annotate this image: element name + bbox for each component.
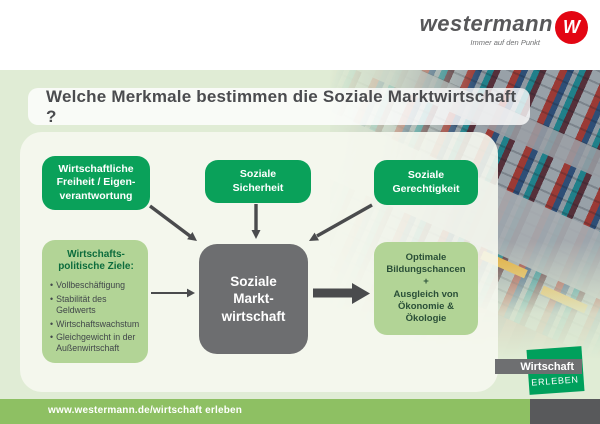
text-line: Wirtschafts-	[67, 249, 125, 260]
bullet-icon: •	[50, 318, 54, 329]
list-item: • Gleichgewicht in der Außenwirtschaft	[50, 332, 142, 353]
brand-tagline: Immer auf den Punkt	[470, 38, 540, 47]
text-line: Ökonomie &	[398, 300, 454, 312]
text-line: Sicherheit	[232, 181, 284, 194]
footer-gray-block	[530, 399, 600, 424]
node-wirtschaftliche-freiheit: Wirtschaftliche Freiheit / Eigen- verant…	[42, 156, 150, 210]
westermann-logo-icon: W	[555, 11, 588, 44]
text-line: +	[423, 276, 429, 288]
list-item-label: Vollbeschäftigung	[56, 280, 126, 291]
list-item-label: Wirtschaftswachstum	[56, 318, 140, 329]
text-line: politische Ziele:	[58, 261, 134, 273]
list-item: • Vollbeschäftigung	[50, 280, 142, 291]
text-line: Optimale	[405, 252, 447, 264]
bullet-icon: •	[50, 280, 54, 291]
text-line: Freiheit / Eigen-	[56, 176, 136, 189]
text-line: Wirtschaftliche	[58, 162, 134, 175]
title-banner: Welche Merkmale bestimmen die Soziale Ma…	[28, 86, 530, 126]
wirtschaft-erleben-badge: Wirtschaft ERLEBEN	[495, 346, 595, 398]
node-soziale-gerechtigkeit: Soziale Gerechtigkeit	[374, 160, 478, 205]
list-item-label: Gleichgewicht in der Außenwirtschaft	[56, 332, 136, 353]
badge-title: Wirtschaft	[520, 360, 574, 373]
text-line: Gerechtigkeit	[392, 182, 460, 195]
text-line: Soziale	[239, 168, 277, 181]
list-item: • Stabilität des Geldwerts	[50, 294, 142, 315]
bullet-icon: •	[50, 294, 54, 305]
node-soziale-marktwirtschaft: Soziale Markt- wirtschaft	[199, 244, 308, 354]
list-item-label: Stabilität des Geldwerts	[56, 294, 107, 315]
page-title: Welche Merkmale bestimmen die Soziale Ma…	[46, 86, 517, 126]
text-line: wirtschaft	[221, 308, 286, 324]
node-soziale-sicherheit: Soziale Sicherheit	[205, 160, 311, 203]
text-line: verantwortung	[59, 189, 133, 202]
logo-letter: W	[563, 17, 580, 37]
text-line: Ökologie	[405, 312, 447, 324]
text-line: Bildungschancen	[386, 264, 466, 276]
brand-wordmark: westermann	[419, 11, 553, 36]
text-line: Soziale	[230, 273, 277, 289]
node-wirtschaftspolitische-ziele: Wirtschafts- politische Ziele: • Vollbes…	[42, 240, 148, 363]
bullet-icon: •	[50, 332, 54, 343]
text-line: Ausgleich von	[393, 288, 459, 300]
text-line: Markt-	[233, 291, 274, 307]
goals-heading: Wirtschafts- politische Ziele:	[50, 249, 142, 273]
header: westermann Immer auf den Punkt W	[0, 0, 600, 70]
badge-gray-band: Wirtschaft	[495, 359, 582, 374]
footer-url: www.westermann.de/wirtschaft erleben	[48, 405, 243, 416]
node-optimale-bildungschancen: Optimale Bildungschancen + Ausgleich von…	[374, 242, 478, 335]
footer-bar: www.westermann.de/wirtschaft erleben	[0, 399, 600, 424]
list-item: • Wirtschaftswachstum	[50, 319, 142, 330]
text-line: Soziale	[407, 169, 445, 182]
poster-body: Welche Merkmale bestimmen die Soziale Ma…	[0, 70, 600, 399]
